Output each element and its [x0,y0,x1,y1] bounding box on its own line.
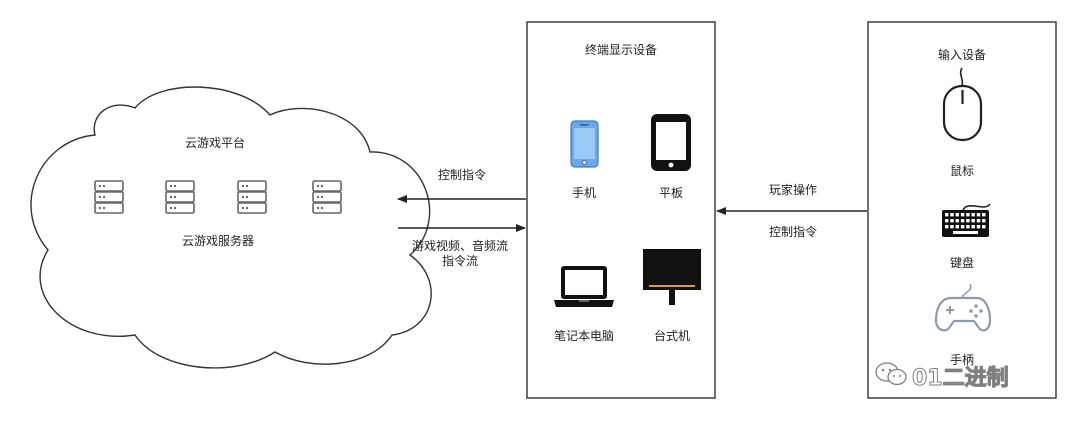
input-box-title: 输入设备 [937,48,987,62]
server-icon [237,180,267,214]
device-label-laptop: 笔记本电脑 [553,329,615,343]
keyboard-icon [942,203,991,237]
input-label-mouse: 鼠标 [949,164,975,178]
tablet-icon [651,114,691,171]
watermark-text: 01二进制 [912,366,1010,392]
servers-label: 云游戏服务器 [181,234,255,248]
server-group [94,180,342,214]
wechat-logo-icon [875,362,907,386]
input-label-keyboard: 键盘 [949,256,975,270]
mobile-phone-icon [570,120,599,168]
display-devices-box [526,21,716,399]
arrow-label-stream-line2: 指令流 [441,254,479,268]
laptop-icon [554,266,614,307]
cloud-shape [30,86,432,369]
server-icon [312,180,342,214]
gamepad-icon [934,283,992,332]
mouse-icon [942,67,983,142]
server-icon [94,180,124,214]
desktop-monitor-icon [643,249,701,305]
input-label-gamepad: 手柄 [949,353,975,367]
display-box-title: 终端显示设备 [584,43,658,57]
arrow-label-player-op: 玩家操作 [768,183,818,197]
device-label-phone: 手机 [571,186,597,200]
device-label-desktop: 台式机 [653,329,691,343]
cloud-title: 云游戏平台 [184,136,246,150]
device-label-tablet: 平板 [658,186,684,200]
server-icon [165,180,195,214]
arrow-label-control-left: 控制指令 [437,168,487,182]
arrow-label-stream-line1: 游戏视频、音频流 [411,239,509,253]
arrow-label-control-right: 控制指令 [768,225,818,239]
